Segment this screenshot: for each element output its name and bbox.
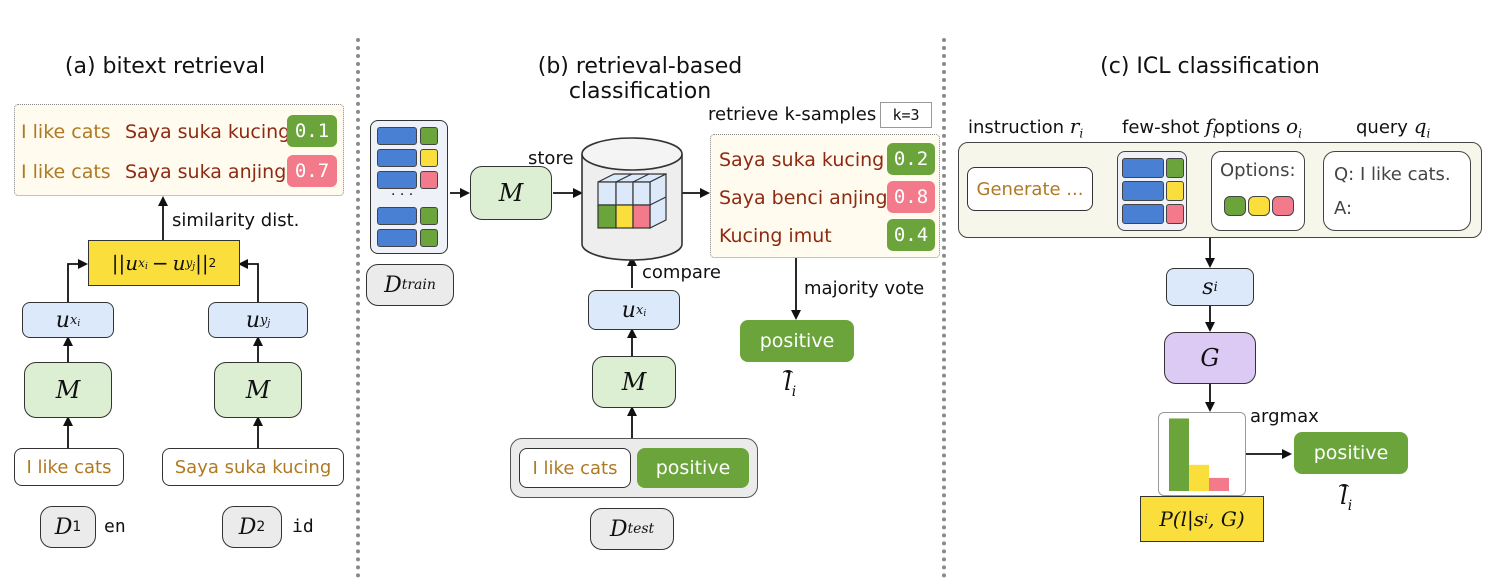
test-sample-box: I like cats positive (510, 438, 758, 498)
retrieved-score: 0.4 (887, 219, 935, 251)
retrieve-label: retrieve k-samples (708, 104, 877, 125)
header-query: query qi (1356, 114, 1431, 141)
retrieved-text: Saya benci anjing (719, 187, 888, 209)
query-box: Q: I like cats. A: (1323, 151, 1471, 231)
fewshot-examples (1117, 151, 1187, 231)
generator-model: G (1164, 332, 1256, 384)
icl-prediction: positive (1294, 432, 1408, 474)
ellipsis: · · · (391, 187, 414, 203)
panel-divider-left (356, 38, 360, 578)
left-input-text: I like cats (14, 448, 124, 486)
prob-bar-neutral (1189, 464, 1209, 491)
k-value-badge: k=3 (880, 102, 932, 128)
row-source-text: I like cats (21, 121, 111, 143)
bitext-row-mismatch: I like cats Saya suka anjing 0.7 (15, 155, 345, 189)
retrieved-samples-box: Saya suka kucing 0.2 Saya benci anjing 0… (710, 134, 940, 258)
panel-divider-right (942, 38, 946, 578)
row-target-text: Saya suka kucing (125, 121, 291, 143)
vector-datastore-icon (581, 137, 683, 261)
right-input-text: Saya suka kucing (162, 448, 344, 486)
probability-bars (1169, 418, 1229, 491)
similarity-label: similarity dist. (172, 210, 300, 231)
panel-a-title: (a) bitext retrieval (64, 54, 266, 79)
train-data-stack: · · · (370, 120, 448, 254)
bitext-row-match: I like cats Saya suka kucing 0.1 (15, 115, 345, 149)
retrieved-score: 0.8 (887, 181, 935, 213)
majority-vote-label: majority vote (804, 278, 925, 299)
right-encoder-model: M (214, 362, 302, 418)
test-input-text: I like cats (519, 448, 631, 488)
retrieved-text: Saya suka kucing (719, 149, 885, 171)
test-gold-label: positive (637, 448, 749, 488)
prediction-symbol: ⌢ li (782, 360, 797, 400)
bitext-score-box: I like cats Saya suka kucing 0.1 I like … (14, 104, 344, 196)
arrow-right-emb-to-formula (238, 259, 259, 302)
retrieved-text: Kucing imut (719, 225, 832, 247)
panel-b-title: (b) retrieval-based classification (537, 54, 743, 104)
row-target-text: Saya suka anjing (125, 161, 287, 183)
arrow-left-emb-to-formula (67, 259, 88, 302)
options-label: Options: (1220, 160, 1296, 181)
prob-bar-positive (1169, 418, 1189, 491)
query-answer-prefix: A: (1334, 198, 1353, 219)
query-question: Q: I like cats. (1334, 164, 1451, 185)
score-badge-low: 0.1 (287, 115, 337, 147)
row-source-text: I like cats (21, 161, 111, 183)
left-encoder-model: M (24, 362, 112, 418)
retrieved-score: 0.2 (887, 143, 935, 175)
left-language-code: en (104, 516, 126, 537)
argmax-label: argmax (1250, 406, 1319, 427)
right-language-code: id (292, 516, 314, 537)
compare-label: compare (642, 262, 721, 283)
options-box: Options: (1211, 151, 1305, 231)
encoder-model: M (470, 166, 552, 220)
retrieval-prediction: positive (740, 320, 854, 362)
score-badge-high: 0.7 (287, 155, 337, 187)
store-label: store (528, 148, 574, 169)
prob-bar-negative (1209, 477, 1229, 491)
prompt-template-box: Generate ... Options: Q: I like cats. A: (958, 142, 1482, 238)
label-probability-chart (1158, 412, 1246, 496)
header-options: options oi (1214, 114, 1302, 141)
query-encoder-model: M (592, 356, 676, 408)
panel-c-title: (c) ICL classification (1100, 54, 1320, 79)
header-fewshot: few-shot fi (1122, 114, 1217, 141)
icl-prediction-symbol: ⌢ li (1338, 474, 1353, 514)
instruction-box: Generate ... (967, 167, 1093, 211)
header-instruction: instruction ri (968, 114, 1084, 141)
